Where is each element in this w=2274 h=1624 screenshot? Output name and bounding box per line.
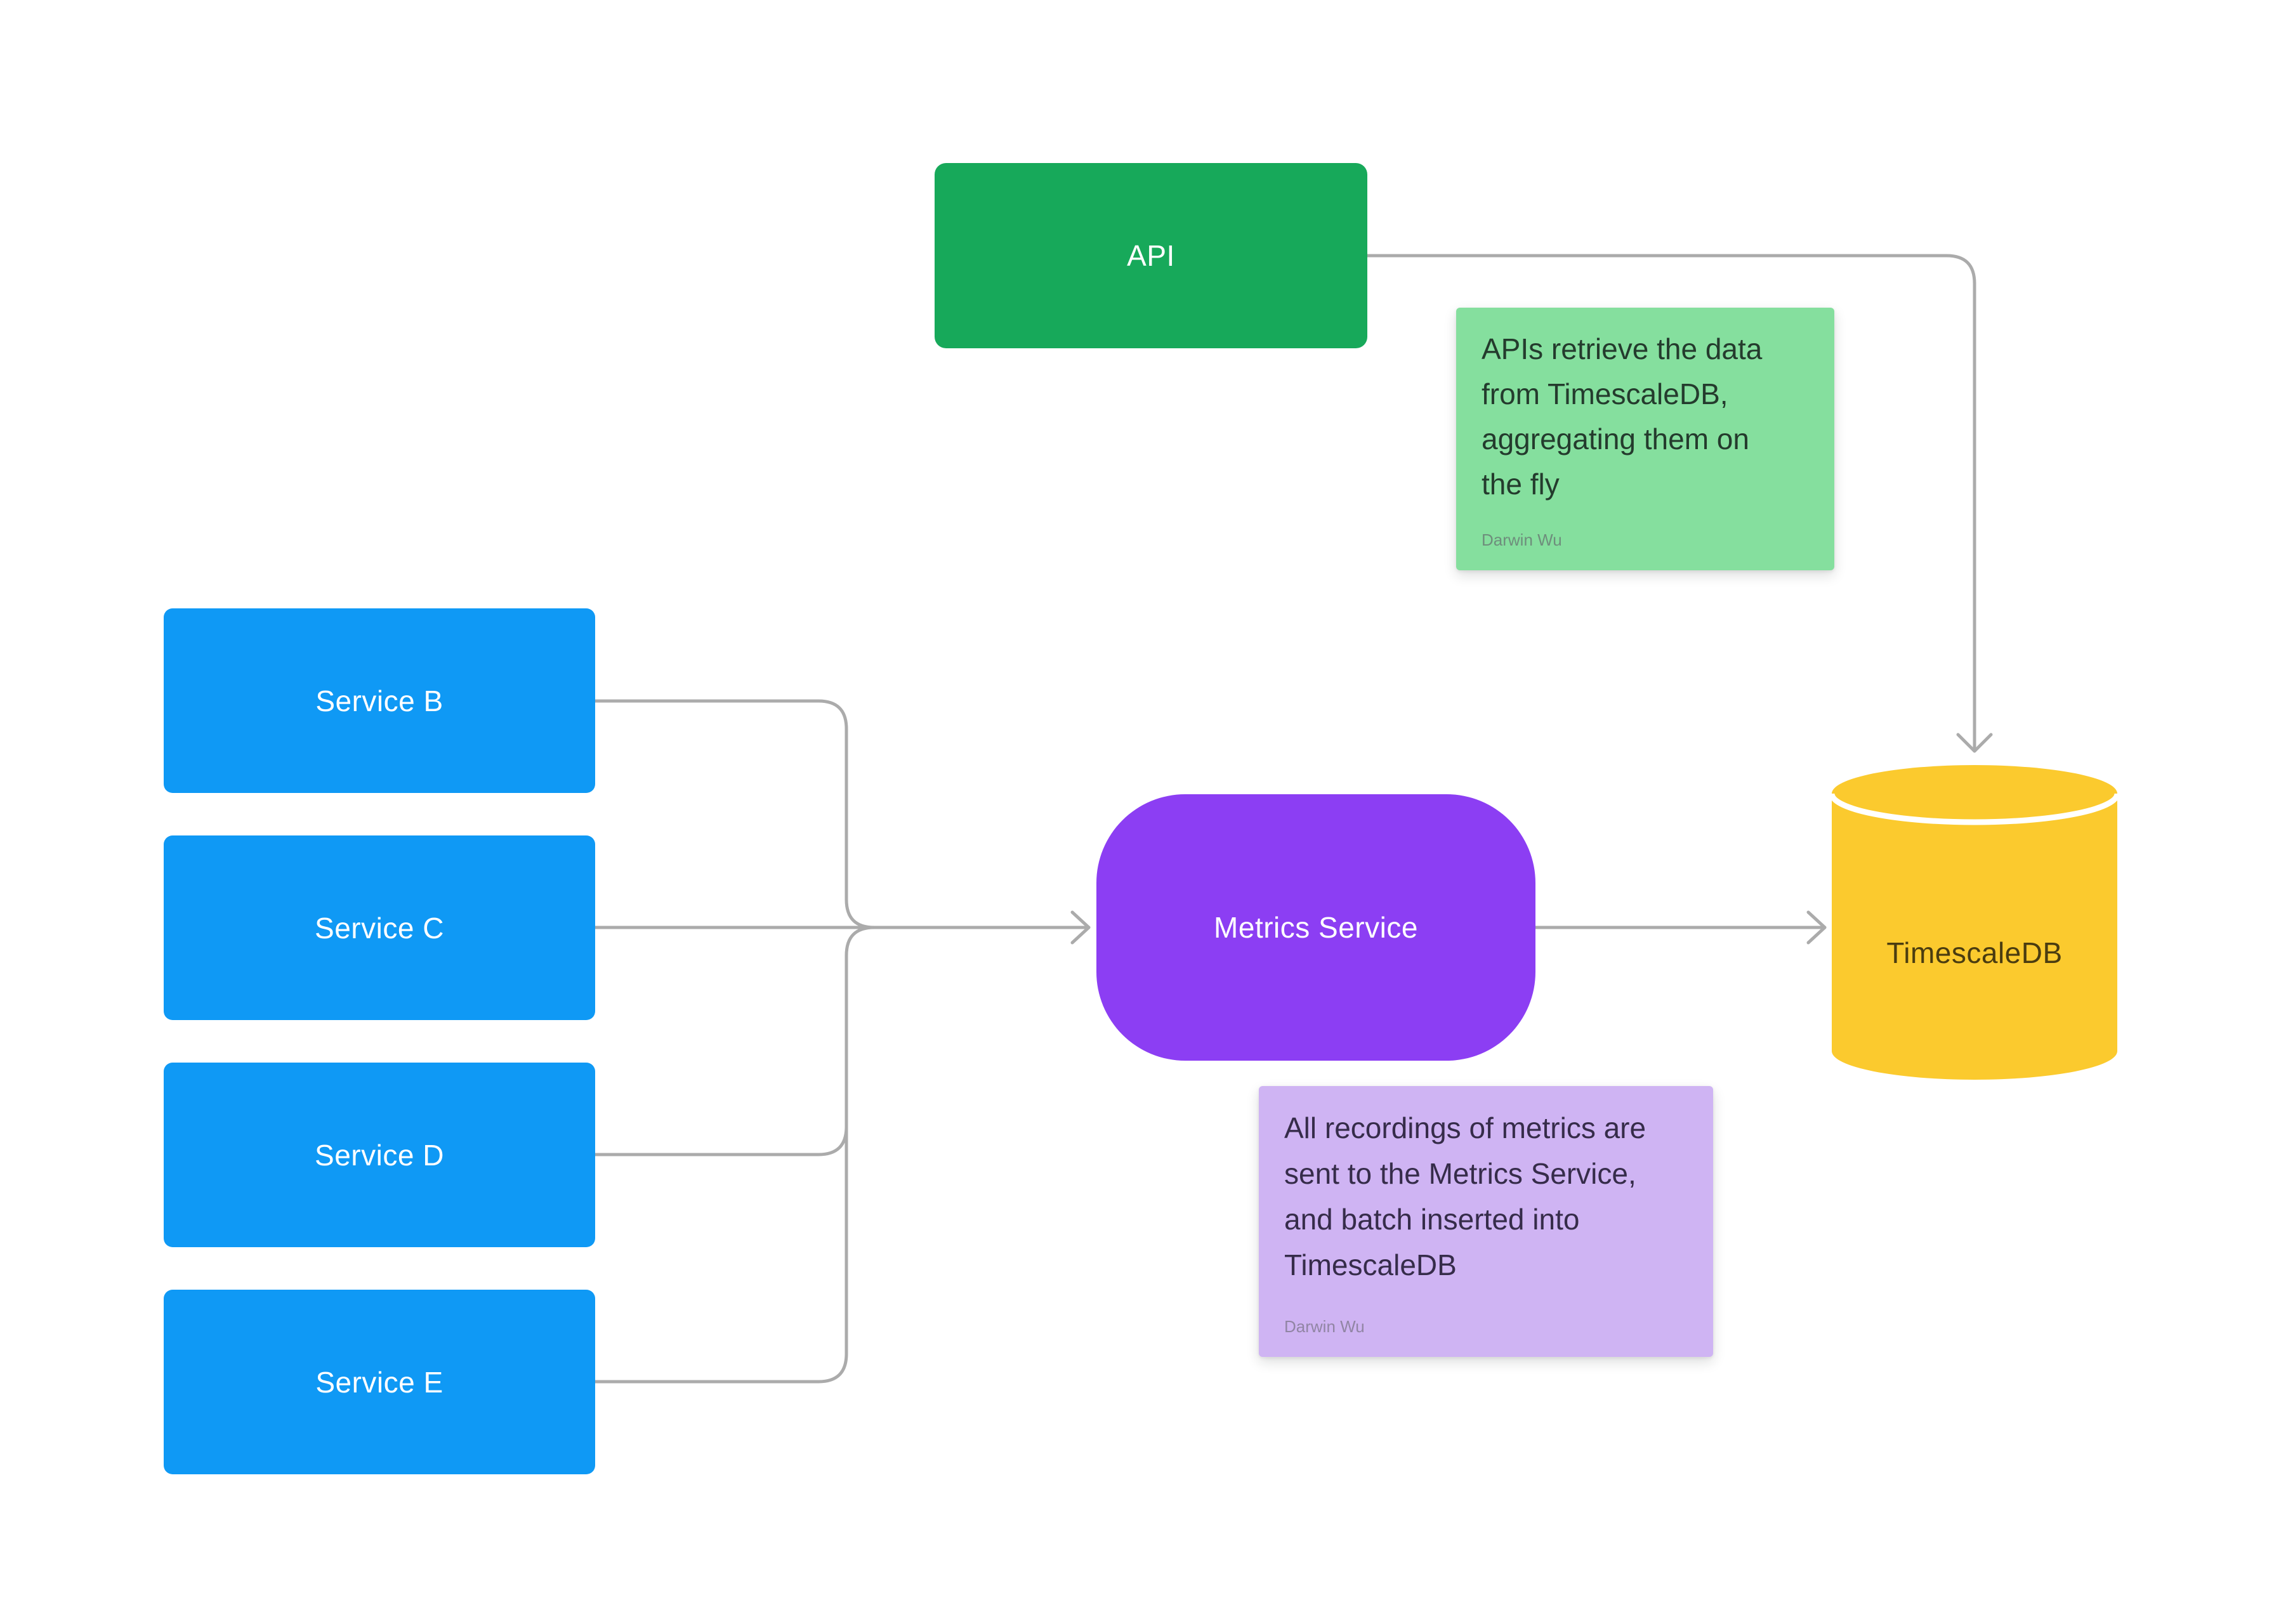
node-api[interactable]: API [935,163,1367,348]
connector-api-to-db[interactable] [1365,254,1976,753]
node-service-b[interactable]: Service B [164,608,595,793]
arrowhead-into-db-side [1806,910,1827,945]
node-service-b-label: Service B [315,684,444,717]
node-service-e[interactable]: Service E [164,1290,595,1474]
cylinder-top-separator [1829,793,2120,825]
node-api-label: API [1127,239,1175,272]
sticky-note-api-author: Darwin Wu [1482,530,1562,549]
sticky-note-api[interactable]: APIs retrieve the data from TimescaleDB,… [1456,308,1834,570]
connector-service-b[interactable] [593,699,876,929]
node-timescaledb-label: TimescaleDB [1886,936,2063,969]
sticky-note-metrics-text: All recordings of metrics are sent to th… [1284,1111,1646,1281]
node-metrics-service[interactable]: Metrics Service [1096,794,1535,1061]
node-service-d[interactable]: Service D [164,1063,595,1247]
arrowhead-into-metrics [1070,910,1091,945]
cylinder-body [1832,765,2117,1080]
arrowhead-into-db-top [1956,733,1993,753]
connector-service-d[interactable] [593,1120,848,1156]
sticky-note-metrics[interactable]: All recordings of metrics are sent to th… [1259,1086,1713,1357]
sticky-note-metrics-author: Darwin Wu [1284,1317,1365,1336]
node-service-c-label: Service C [315,911,444,945]
node-metrics-service-label: Metrics Service [1214,911,1418,944]
node-service-d-label: Service D [315,1138,444,1172]
sticky-note-api-text: APIs retrieve the data from TimescaleDB,… [1482,332,1763,501]
timescaledb-cylinder[interactable] [1829,765,2120,1080]
connector-service-e[interactable] [593,926,876,1384]
node-service-c[interactable]: Service C [164,835,595,1020]
node-service-e-label: Service E [315,1365,444,1399]
